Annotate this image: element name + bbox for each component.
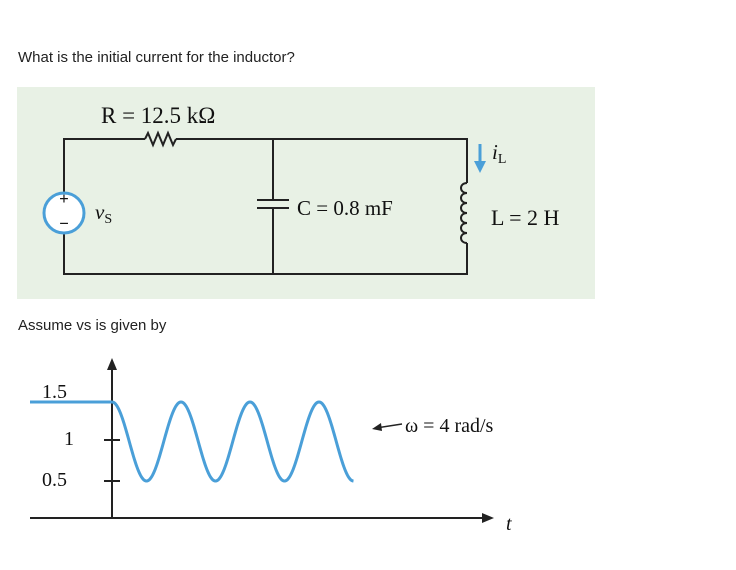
y-tick-label: 0.5 [42, 469, 67, 491]
source-label-sub: S [104, 212, 112, 227]
source-minus-sign: − [59, 214, 69, 233]
wire-top-left [63, 138, 145, 193]
source-label: vS [95, 200, 112, 227]
question-text: What is the initial current for the indu… [18, 49, 295, 66]
wire-bottom [63, 233, 468, 275]
circuit-diagram: + − vS R = 12.5 kΩ C = 0.8 mF iL L = 2 H [17, 87, 595, 299]
current-label-main: i [492, 140, 498, 164]
resistor-symbol [144, 130, 177, 148]
inductor-label: L = 2 H [491, 205, 560, 230]
y-tick-label: 1 [64, 428, 74, 450]
source-label-main: v [95, 200, 105, 224]
y-tick-label: 1.5 [42, 381, 67, 403]
source-voltage-graph: 1.5 1 0.5 ω = 4 rad/s t [0, 340, 736, 570]
resistor-label: R = 12.5 kΩ [101, 103, 215, 128]
cosine-wave [111, 400, 354, 483]
voltage-source-icon [42, 191, 86, 235]
capacitor-label: C = 0.8 mF [297, 196, 393, 220]
assume-text: Assume vs is given by [18, 317, 167, 334]
y-axis-arrow-icon [107, 358, 117, 370]
omega-label: ω = 4 rad/s [405, 415, 494, 437]
omega-pointer-arrow-icon [372, 423, 382, 431]
source-plus-sign: + [59, 189, 69, 208]
t-axis-arrow-icon [482, 513, 494, 523]
t-axis-label: t [506, 513, 512, 535]
wire-top-right [176, 138, 468, 183]
circuit-svg: + − vS R = 12.5 kΩ C = 0.8 mF iL L = 2 H [42, 103, 560, 275]
current-arrow-icon [474, 161, 486, 173]
inductor-coil [460, 182, 468, 244]
current-label-sub: L [498, 152, 507, 167]
current-label: iL [492, 140, 506, 167]
graph-svg: 1.5 1 0.5 ω = 4 rad/s t [30, 358, 512, 535]
